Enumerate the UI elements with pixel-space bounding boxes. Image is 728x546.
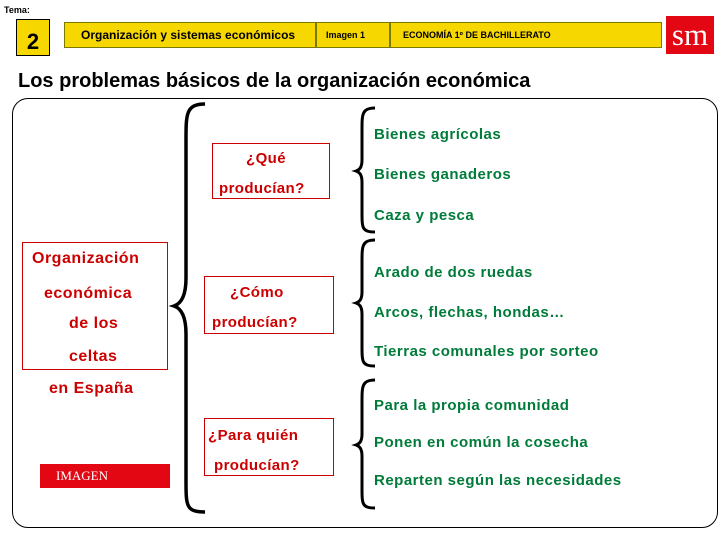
question-for-whom-line: ¿Para quién bbox=[208, 427, 299, 444]
big-brace bbox=[168, 102, 206, 514]
page-title: Los problemas básicos de la organización… bbox=[18, 70, 531, 92]
main-concept-line: celtas bbox=[69, 348, 118, 365]
question-for-whom-line: producían? bbox=[214, 457, 300, 474]
main-concept-line: económica bbox=[44, 285, 133, 302]
question-for-whom-box bbox=[204, 418, 334, 476]
imagen-button[interactable]: IMAGEN bbox=[40, 464, 170, 488]
answer-item: Arado de dos ruedas bbox=[374, 264, 533, 281]
image-label: Imagen 1 bbox=[316, 22, 390, 48]
sm-logo: sm bbox=[666, 16, 714, 54]
question-what-line: ¿Qué bbox=[246, 150, 286, 167]
question-what-line: producían? bbox=[219, 180, 305, 197]
answer-item: Arcos, flechas, hondas… bbox=[374, 304, 565, 321]
section-title: Organización y sistemas económicos bbox=[64, 22, 316, 48]
answer-item: Tierras comunales por sorteo bbox=[374, 343, 599, 360]
answer-item: Para la propia comunidad bbox=[374, 397, 570, 414]
answer-item: Ponen en común la cosecha bbox=[374, 434, 589, 451]
main-concept-line: de los bbox=[69, 315, 119, 332]
main-concept-box bbox=[22, 242, 168, 370]
tema-number: 2 bbox=[16, 19, 50, 56]
answer-item: Bienes ganaderos bbox=[374, 166, 512, 183]
question-how-box bbox=[204, 276, 334, 334]
main-concept-line: en España bbox=[49, 380, 134, 397]
brace-for-whom bbox=[351, 378, 376, 510]
question-what-box bbox=[212, 143, 330, 199]
answer-item: Bienes agrícolas bbox=[374, 126, 502, 143]
answer-item: Reparten según las necesidades bbox=[374, 472, 622, 489]
brace-what bbox=[351, 106, 376, 234]
brace-how bbox=[351, 238, 376, 368]
question-how-line: producían? bbox=[212, 314, 298, 331]
question-how-line: ¿Cómo bbox=[230, 284, 284, 301]
tema-label: Tema: bbox=[4, 5, 30, 15]
answer-item: Caza y pesca bbox=[374, 207, 475, 224]
content-panel bbox=[12, 98, 718, 528]
course-label: ECONOMÍA 1º DE BACHILLERATO bbox=[390, 22, 662, 48]
main-concept-line: Organización bbox=[32, 250, 140, 267]
